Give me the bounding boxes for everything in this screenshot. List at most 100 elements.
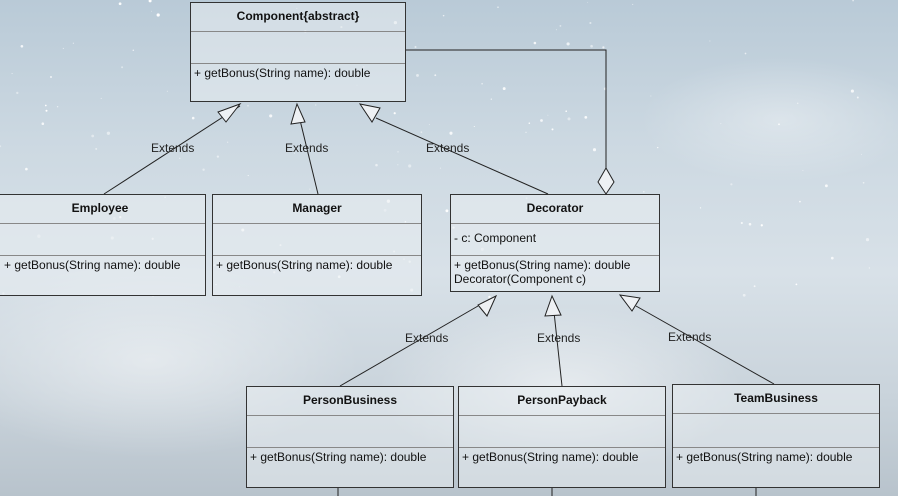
star	[393, 112, 396, 115]
star	[643, 191, 645, 193]
star	[850, 89, 854, 93]
star	[559, 24, 562, 27]
star	[41, 122, 45, 125]
attributes-section	[673, 414, 879, 448]
star	[862, 181, 865, 184]
star	[547, 114, 549, 116]
star	[166, 90, 168, 92]
star	[397, 164, 399, 166]
methods-section: + getBonus(String name): double	[0, 256, 205, 275]
aggregation-line	[406, 49, 607, 168]
star	[156, 13, 160, 17]
star	[584, 116, 588, 119]
star	[555, 29, 557, 31]
star	[150, 10, 153, 12]
star	[865, 237, 870, 242]
star	[375, 163, 378, 167]
star	[11, 73, 13, 75]
class-person-payback[interactable]: PersonPayback + getBonus(String name): d…	[458, 386, 666, 488]
decorator-generalization-arrow	[358, 103, 381, 123]
star	[499, 169, 501, 171]
methods-section: + getBonus(String name): double	[673, 448, 879, 467]
attributes-section: - c: Component	[451, 224, 659, 256]
star	[178, 157, 181, 160]
star	[748, 222, 752, 226]
class-team-business[interactable]: TeamBusiness + getBonus(String name): do…	[672, 384, 880, 488]
attribute: - c: Component	[454, 231, 537, 245]
star	[742, 293, 746, 297]
decorator-extends-label: Extends	[426, 141, 469, 155]
employee-extends-line	[103, 105, 241, 195]
star	[408, 164, 412, 168]
attributes-section	[191, 32, 405, 64]
star	[269, 114, 273, 118]
method: + getBonus(String name): double	[250, 450, 427, 464]
star	[45, 109, 48, 112]
star	[148, 0, 152, 3]
star	[439, 167, 441, 169]
star	[49, 75, 53, 79]
star	[56, 106, 59, 108]
star	[62, 47, 64, 49]
star	[227, 141, 229, 143]
method: + getBonus(String name): double	[4, 258, 181, 272]
star	[796, 102, 799, 105]
star	[778, 123, 780, 126]
star	[16, 91, 19, 95]
star	[420, 131, 423, 134]
manager-generalization-arrow	[290, 102, 306, 125]
star	[91, 134, 95, 138]
star	[650, 95, 652, 97]
class-decorator[interactable]: Decorator - c: Component + getBonus(Stri…	[450, 194, 660, 292]
method: + getBonus(String name): double	[194, 66, 371, 80]
star	[540, 119, 543, 122]
star	[118, 2, 122, 6]
methods-section: + getBonus(String name): double Decorato…	[451, 256, 659, 287]
star	[414, 45, 417, 49]
class-employee[interactable]: Employee + getBonus(String name): double	[0, 194, 206, 296]
method: Decorator(Component c)	[454, 272, 587, 286]
star	[202, 168, 205, 171]
star	[434, 74, 437, 77]
class-component[interactable]: Component{abstract} + getBonus(String na…	[190, 2, 406, 102]
star	[830, 256, 834, 260]
star	[802, 169, 804, 172]
star	[428, 123, 430, 125]
star	[551, 128, 554, 131]
star	[106, 131, 111, 135]
star	[132, 49, 135, 51]
person-payback-extends-line	[553, 311, 563, 387]
star	[566, 42, 570, 46]
star	[72, 42, 74, 44]
manager-extends-line	[299, 119, 319, 195]
star	[528, 122, 531, 124]
person-business-generalization-arrow	[477, 294, 498, 317]
star	[565, 110, 567, 112]
class-name: Component{abstract}	[191, 3, 405, 32]
person-payback-extends-label: Extends	[537, 331, 580, 345]
star	[856, 96, 859, 99]
star	[730, 183, 733, 186]
star	[20, 44, 24, 48]
method: + getBonus(String name): double	[454, 258, 631, 272]
class-manager[interactable]: Manager + getBonus(String name): double	[212, 194, 422, 296]
class-person-business[interactable]: PersonBusiness + getBonus(String name): …	[246, 386, 454, 488]
attributes-section	[0, 224, 205, 256]
employee-extends-label: Extends	[151, 141, 194, 155]
star	[587, 1, 589, 3]
star	[632, 3, 634, 5]
method: + getBonus(String name): double	[676, 450, 853, 464]
star	[753, 285, 756, 288]
class-name: PersonPayback	[459, 387, 665, 416]
class-name: Employee	[0, 195, 205, 224]
attributes-section	[459, 416, 665, 448]
team-business-generalization-arrow	[618, 294, 641, 312]
star	[795, 283, 798, 286]
star	[216, 155, 220, 158]
star	[397, 151, 399, 153]
person-payback-generalization-arrow	[544, 294, 562, 317]
star	[744, 52, 747, 55]
star	[247, 104, 249, 107]
star	[567, 117, 571, 121]
